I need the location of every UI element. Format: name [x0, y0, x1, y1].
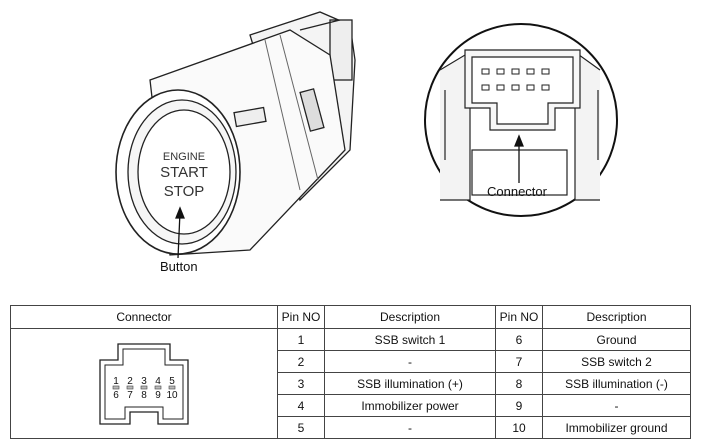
description-cell: SSB illumination (-) [542, 372, 691, 395]
pin-label-1: 1 [113, 376, 119, 387]
description-cell: Ground [542, 328, 691, 351]
description-cell: Immobilizer power [324, 394, 496, 417]
button-label: Button [160, 259, 198, 274]
pin-label-4: 4 [155, 376, 161, 387]
header-pin-no-2: Pin NO [495, 305, 543, 329]
pin-label-9: 9 [155, 390, 161, 401]
pin-label-8: 8 [141, 390, 147, 401]
pin-no-cell: 1 [277, 328, 325, 351]
header-pin-no: Pin NO [277, 305, 325, 329]
pin-label-7: 7 [127, 390, 133, 401]
table-header-row: Connector Pin NO Description Pin NO Desc… [10, 305, 691, 329]
button-arrow [175, 206, 185, 259]
description-cell: - [542, 394, 691, 417]
pin-no-cell: 8 [495, 372, 543, 395]
description-cell: - [324, 350, 496, 373]
header-description-2: Description [542, 305, 691, 329]
pin-no-cell: 3 [277, 372, 325, 395]
connector-pinout-diagram: 1 2 3 4 5 6 7 8 9 10 [99, 342, 189, 425]
connector-pinout-cell: 1 2 3 4 5 6 7 8 9 10 [10, 328, 278, 439]
pin-no-cell: 2 [277, 350, 325, 373]
pin-label-3: 3 [141, 376, 147, 387]
connector-pin-table: Connector Pin NO Description Pin NO Desc… [10, 305, 691, 439]
button-face-text: ENGINE START STOP [160, 151, 208, 200]
pin-label-5: 5 [169, 376, 175, 387]
description-cell: SSB switch 2 [542, 350, 691, 373]
connector-detail-pins [481, 68, 550, 91]
header-description: Description [324, 305, 496, 329]
table-row: 3 SSB illumination (+) 8 SSB illuminatio… [11, 372, 691, 395]
connector-detail-circle [424, 23, 618, 217]
description-cell: SSB switch 1 [324, 328, 496, 351]
table-row: 5 - 10 Immobilizer ground [11, 416, 691, 439]
pin-label-2: 2 [127, 376, 133, 387]
button-face-line3: STOP [164, 183, 205, 200]
button-body [115, 11, 356, 256]
start-stop-button-illustration: ENGINE START STOP [115, 11, 618, 259]
table-row: 1 2 3 4 5 6 7 8 9 10 [10, 328, 691, 439]
description-cell: Immobilizer ground [542, 416, 691, 439]
pin-no-cell: 7 [495, 350, 543, 373]
connector-label: Connector [487, 184, 547, 199]
connector-arrow [514, 134, 524, 183]
description-cell: - [324, 416, 496, 439]
button-face-line2: START [160, 164, 208, 181]
pin-no-cell: 5 [277, 416, 325, 439]
button-face-line1: ENGINE [163, 151, 205, 163]
pin-label-6: 6 [113, 390, 119, 401]
pin-no-cell: 4 [277, 394, 325, 417]
header-connector: Connector [10, 305, 278, 329]
pin-no-cell: 10 [495, 416, 543, 439]
pin-no-cell: 9 [495, 394, 543, 417]
pin-no-cell: 6 [495, 328, 543, 351]
description-cell: SSB illumination (+) [324, 372, 496, 395]
pin-label-10: 10 [166, 390, 178, 401]
